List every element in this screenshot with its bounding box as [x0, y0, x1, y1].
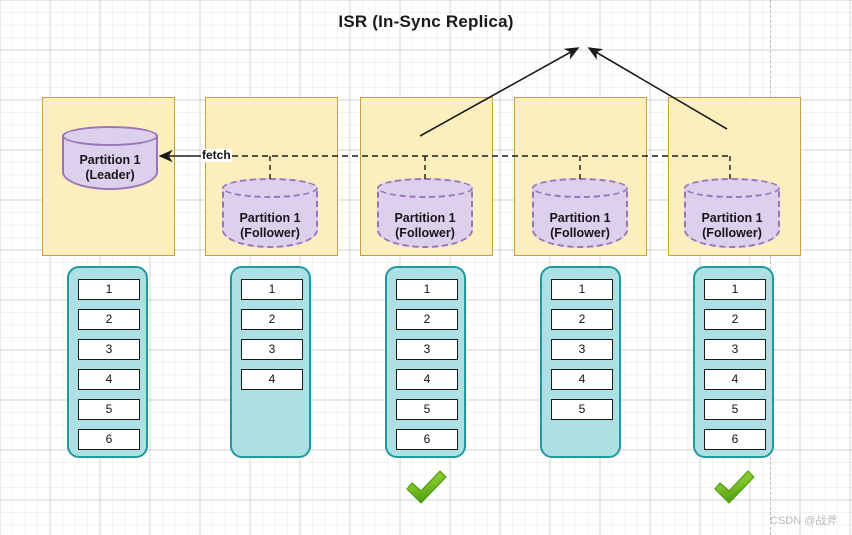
log-stack-leader: 1 2 3 4 5 6: [67, 266, 148, 458]
log-entry[interactable]: 1: [704, 279, 766, 300]
partition-label-follower-2: Partition 1(Follower): [377, 211, 473, 241]
cylinder-body: [377, 187, 473, 248]
log-entry[interactable]: 2: [241, 309, 303, 330]
log-entry[interactable]: 1: [78, 279, 140, 300]
partition-role: (Follower): [395, 226, 455, 240]
fetch-label: fetch: [201, 148, 232, 162]
cylinder-top: [377, 178, 473, 198]
log-entry[interactable]: 3: [704, 339, 766, 360]
log-entry[interactable]: 4: [704, 369, 766, 390]
partition-label-follower-1: Partition 1(Follower): [222, 211, 318, 241]
log-entry[interactable]: 2: [551, 309, 613, 330]
log-entry[interactable]: 3: [551, 339, 613, 360]
log-stack-follower-3: 1 2 3 4 5: [540, 266, 621, 458]
log-entry[interactable]: 2: [396, 309, 458, 330]
log-entry[interactable]: 4: [78, 369, 140, 390]
in-sync-check-icon-follower-4: [711, 468, 757, 508]
partition-role: (Leader): [85, 168, 135, 182]
log-entry[interactable]: 1: [396, 279, 458, 300]
log-entry[interactable]: 5: [704, 399, 766, 420]
partition-name: Partition 1: [394, 211, 456, 225]
partition-cylinder-follower-3: Partition 1(Follower): [532, 178, 628, 248]
partition-label-leader: Partition 1(Leader): [62, 153, 158, 183]
log-stack-follower-1: 1 2 3 4: [230, 266, 311, 458]
log-entry[interactable]: 5: [396, 399, 458, 420]
log-entry[interactable]: 3: [241, 339, 303, 360]
partition-name: Partition 1: [239, 211, 301, 225]
cylinder-top: [684, 178, 780, 198]
log-entry[interactable]: 1: [241, 279, 303, 300]
partition-role: (Follower): [240, 226, 300, 240]
log-entry[interactable]: 2: [78, 309, 140, 330]
cylinder-top: [222, 178, 318, 198]
log-entry[interactable]: 4: [551, 369, 613, 390]
log-entry[interactable]: 3: [78, 339, 140, 360]
log-entry[interactable]: 4: [241, 369, 303, 390]
log-entry[interactable]: 2: [704, 309, 766, 330]
cylinder-top: [62, 126, 158, 146]
log-entry[interactable]: 5: [78, 399, 140, 420]
partition-label-follower-3: Partition 1(Follower): [532, 211, 628, 241]
log-entry[interactable]: 6: [704, 429, 766, 450]
log-entry[interactable]: 1: [551, 279, 613, 300]
log-entry[interactable]: 6: [78, 429, 140, 450]
log-stack-follower-4: 1 2 3 4 5 6: [693, 266, 774, 458]
cylinder-top: [532, 178, 628, 198]
partition-label-follower-4: Partition 1(Follower): [684, 211, 780, 241]
log-entry[interactable]: 5: [551, 399, 613, 420]
log-entry[interactable]: 3: [396, 339, 458, 360]
partition-cylinder-follower-1: Partition 1(Follower): [222, 178, 318, 248]
partition-cylinder-leader: Partition 1(Leader): [62, 126, 158, 190]
log-stack-follower-2: 1 2 3 4 5 6: [385, 266, 466, 458]
partition-role: (Follower): [702, 226, 762, 240]
page-title: ISR (In-Sync Replica): [338, 12, 514, 31]
page-break-guide-right: [770, 0, 771, 535]
partition-name: Partition 1: [549, 211, 611, 225]
partition-role: (Follower): [550, 226, 610, 240]
log-entry[interactable]: 4: [396, 369, 458, 390]
partition-cylinder-follower-4: Partition 1(Follower): [684, 178, 780, 248]
watermark: CSDN @战斧: [770, 515, 838, 527]
partition-cylinder-follower-2: Partition 1(Follower): [377, 178, 473, 248]
partition-name: Partition 1: [701, 211, 763, 225]
in-sync-check-icon-follower-2: [403, 468, 449, 508]
partition-name: Partition 1: [79, 153, 141, 167]
log-entry[interactable]: 6: [396, 429, 458, 450]
